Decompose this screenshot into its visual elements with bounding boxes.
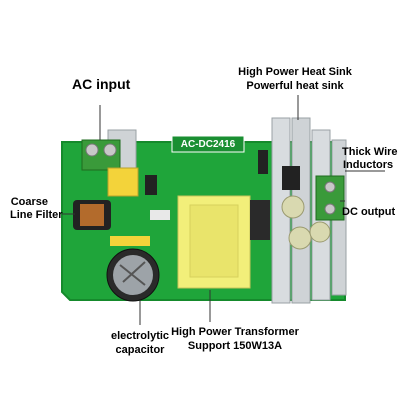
electrolytic-label-line1: electrolytic	[110, 330, 170, 342]
dc-output-terminal	[315, 175, 345, 221]
heat-sink-label-line1: High Power Heat Sink	[238, 66, 352, 78]
transformer	[177, 195, 251, 289]
callout-lines	[62, 95, 385, 325]
ac-input-terminal	[81, 139, 121, 171]
electrolytic-capacitor	[106, 248, 160, 302]
output-capacitors	[281, 195, 331, 250]
line-filter	[73, 200, 111, 230]
ac-input-label: AC input	[72, 76, 131, 92]
output-inductor	[250, 200, 270, 240]
electrolytic-label-line2: capacitor	[115, 344, 165, 356]
coarse-filter-label-line2: Line Filter	[10, 209, 63, 221]
transistor	[282, 166, 300, 190]
marking-box	[171, 135, 245, 153]
heat-sink-label-line2: Powerful heat sink	[246, 80, 344, 92]
transformer-label-line1: High Power Transformer	[171, 326, 299, 338]
coarse-filter-label-line1: Coarse	[10, 196, 48, 208]
thick-wire-label-line2: Inductors	[343, 159, 394, 171]
dc-output-label: DC output	[342, 206, 396, 218]
thick-wire-label-line1: Thick Wire	[342, 146, 398, 158]
board-marking: AC-DC2416	[180, 139, 236, 150]
x-capacitor	[107, 167, 139, 197]
transformer-label-line2: Support 150W13A	[187, 340, 283, 352]
